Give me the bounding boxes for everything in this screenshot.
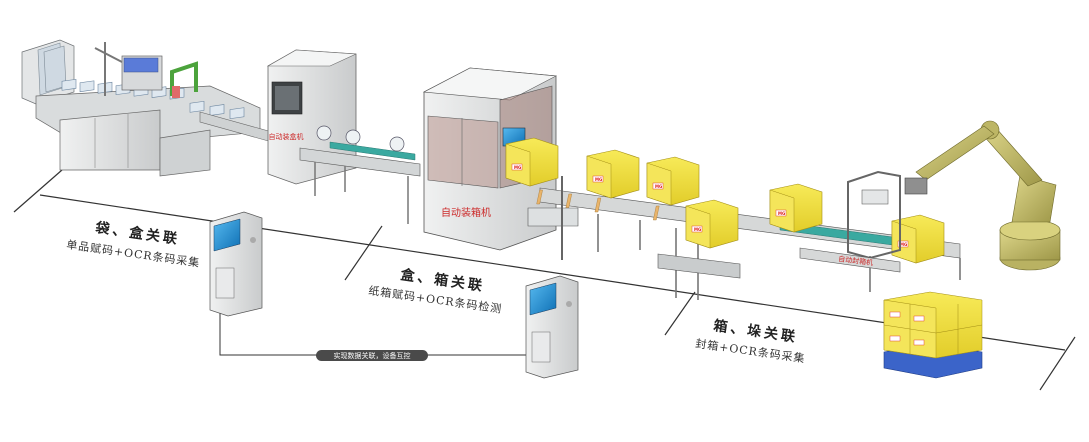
network-pill: 实现数据关联，设备互控 — [316, 350, 428, 361]
zone-divider-mid — [344, 225, 383, 281]
case-sealer-label: 自动封箱机 — [838, 254, 874, 267]
svg-text:MG: MG — [900, 242, 907, 247]
case-conveyor — [527, 176, 961, 300]
pallet-stack — [883, 291, 983, 379]
case-box: MG — [891, 214, 945, 264]
case-box: MG — [769, 183, 823, 233]
zone-label-1: 袋、盒关联 单品赋码+OCR条码采集 — [66, 219, 202, 270]
svg-text:MG: MG — [694, 227, 701, 232]
zone-divider-right — [664, 291, 696, 336]
case-box: MG — [646, 156, 700, 206]
terminal-right — [525, 275, 579, 379]
zone-divider-left — [13, 169, 63, 213]
svg-text:MG: MG — [655, 184, 662, 189]
case-packer-label: 自动装箱机 — [441, 206, 491, 219]
case-box: MG — [586, 149, 640, 199]
case-box: MG — [685, 199, 739, 249]
svg-text:MG: MG — [778, 211, 785, 216]
svg-text:MG: MG — [514, 165, 521, 170]
network-pill-text: 实现数据关联，设备互控 — [334, 351, 411, 360]
terminal-left — [209, 211, 263, 317]
box-machine: 自动装盒机 — [266, 49, 421, 224]
svg-text:MG: MG — [595, 177, 602, 182]
zone-label-1-subtitle: 单品赋码+OCR条码采集 — [66, 237, 202, 270]
case-box: MG — [505, 137, 559, 187]
case-boxes: MG MG MG MG MG — [505, 137, 945, 264]
case-sealer: 自动封箱机 — [799, 170, 901, 273]
bagging-machine — [21, 39, 273, 177]
zone-divider-end — [1039, 336, 1076, 391]
box-machine-label: 自动装盒机 — [269, 132, 304, 141]
palletizing-robot — [904, 120, 1061, 271]
zone-label-3: 箱、垛关联 封箱+OCR条码采集 — [695, 317, 807, 365]
zone-label-2: 盒、箱关联 纸箱赋码+OCR条码检测 — [368, 266, 504, 316]
